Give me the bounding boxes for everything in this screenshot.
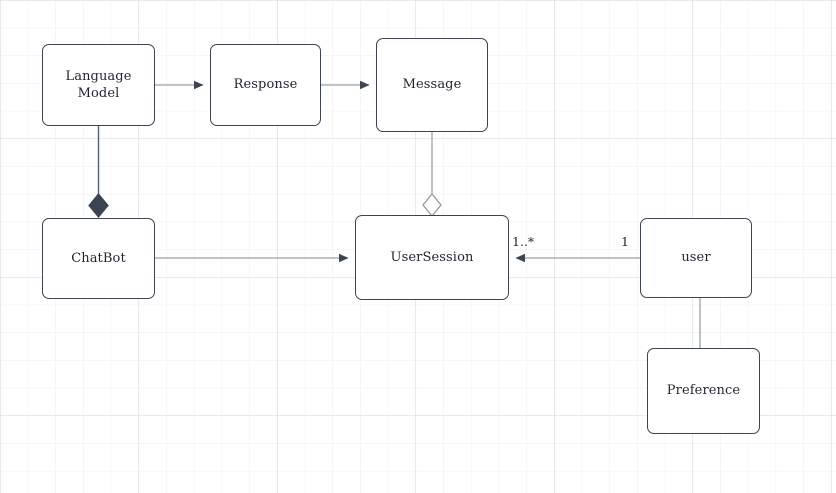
edge-message-to-usersession [422, 132, 442, 217]
filled-diamond-marker [88, 193, 109, 218]
node-preference[interactable]: Preference [647, 348, 760, 434]
node-chatbot[interactable]: ChatBot [42, 218, 155, 299]
edge-language-model-to-chatbot [88, 126, 109, 218]
node-label-preference: Preference [666, 383, 741, 399]
node-label-response: Response [233, 77, 298, 93]
multiplicity-usersession: 1..* [512, 234, 535, 249]
node-label-usersession: UserSession [390, 249, 474, 265]
node-response[interactable]: Response [210, 44, 321, 126]
multiplicity-user: 1 [621, 234, 629, 249]
node-usersession[interactable]: UserSession [355, 215, 509, 300]
node-user[interactable]: user [640, 218, 752, 298]
hollow-diamond-marker [422, 193, 442, 217]
node-label-language-model: Language Model [65, 68, 132, 101]
node-language-model[interactable]: Language Model [42, 44, 155, 126]
node-label-message: Message [402, 77, 462, 93]
node-label-chatbot: ChatBot [71, 250, 126, 266]
node-message[interactable]: Message [376, 38, 488, 132]
node-label-user: user [681, 250, 711, 266]
